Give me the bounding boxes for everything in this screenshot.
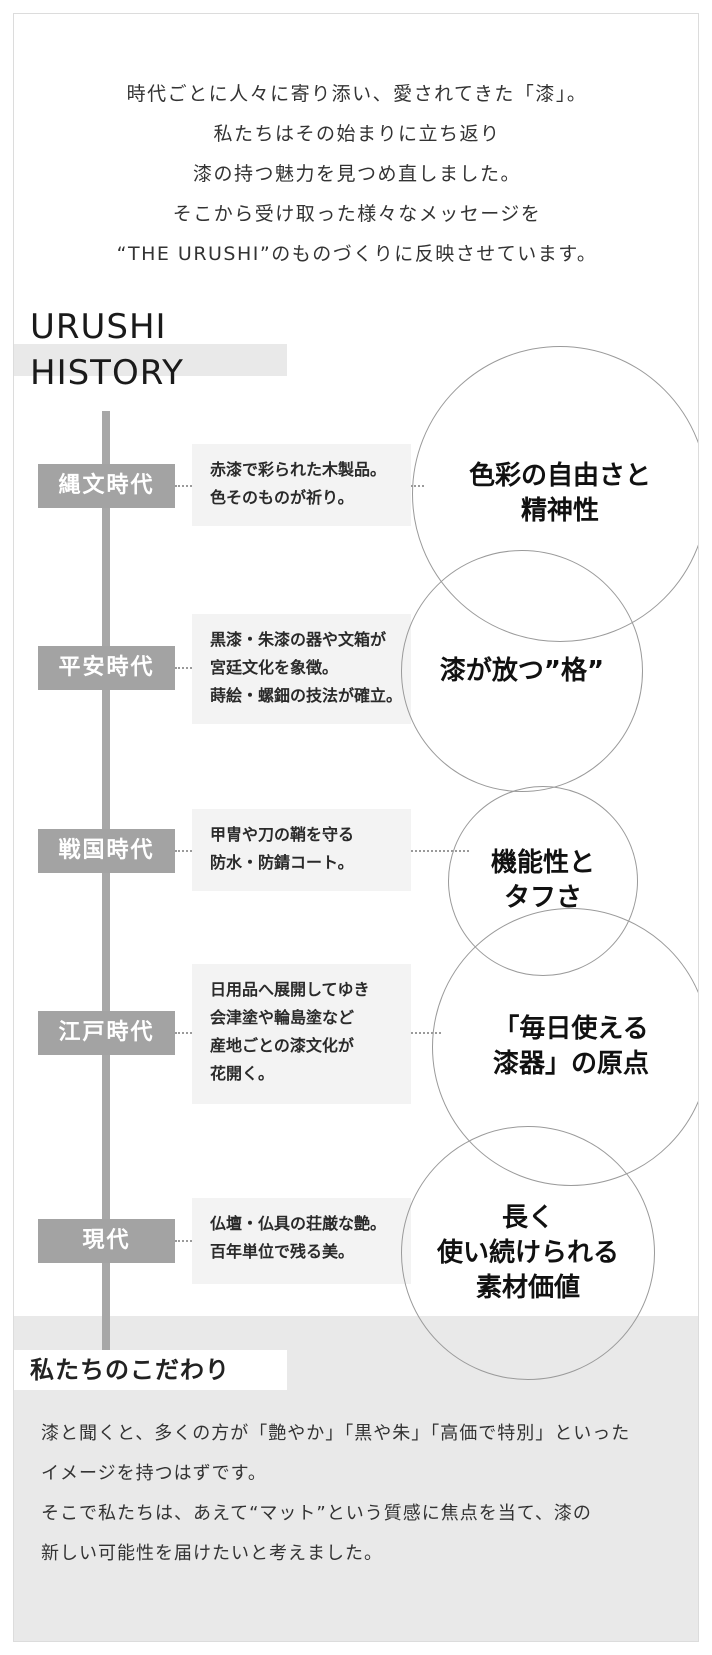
era-badge: 戦国時代 <box>38 829 175 873</box>
era-description: 日用品へ展開してゆき 会津塗や輪島塗など 産地ごとの漆文化が 花開く。 <box>192 964 411 1104</box>
connector-dots <box>175 667 192 669</box>
timeline-row-jomon: 縄文時代 赤漆で彩られた木製品。 色そのものが祈り。 色彩の自由さと 精神性 <box>14 14 698 642</box>
connector-dots <box>175 850 192 852</box>
intro-line: そこから受け取った様々なメッセージを <box>172 203 542 225</box>
era-description: 黒漆・朱漆の器や文箱が 宮廷文化を象徴。 蒔絵・螺鈿の技法が確立。 <box>192 614 411 724</box>
era-badge: 縄文時代 <box>38 464 175 508</box>
timeline-bar <box>102 411 110 1371</box>
era-badge: 現代 <box>38 1219 175 1263</box>
intro-line: 漆の持つ魅力を見つめ直しました。 <box>192 163 521 185</box>
value-circle: 色彩の自由さと 精神性 <box>412 346 698 642</box>
page-frame: 時代ごとに人々に寄り添い、愛されてきた「漆」。 私たちはその始まりに立ち返り 漆… <box>13 13 699 1642</box>
era-description: 赤漆で彩られた木製品。 色そのものが祈り。 <box>192 444 411 526</box>
era-description: 甲冑や刀の鞘を守る 防水・防錆コート。 <box>192 809 411 891</box>
kodawari-line: 漆と聞くと、多くの方が「艶やか」「黒や朱」「高価で特別」といった <box>41 1423 631 1444</box>
history-title-band <box>14 344 287 376</box>
history-title-line2: HISTORY <box>30 353 184 393</box>
connector-dots <box>411 850 469 852</box>
connector-dots <box>175 485 192 487</box>
history-title-line1: URUSHI <box>30 307 167 347</box>
history-title: URUSHI HISTORY <box>30 304 184 396</box>
kodawari-body: 漆と聞くと、多くの方が「艶やか」「黒や朱」「高価で特別」といった イメージを持つ… <box>41 1414 681 1574</box>
connector-dots <box>175 1240 192 1242</box>
kodawari-line: そこで私たちは、あえて“マット”という質感に焦点を当て、漆の <box>41 1503 592 1524</box>
kodawari-title-band <box>14 1350 287 1390</box>
kodawari-title: 私たちのこだわり <box>30 1356 230 1384</box>
era-badge: 平安時代 <box>38 646 175 690</box>
kodawari-line: 新しい可能性を届けたいと考えました。 <box>41 1543 383 1564</box>
era-description: 仏壇・仏具の荘厳な艶。 百年単位で残る美。 <box>192 1198 411 1284</box>
intro-line: 私たちはその始まりに立ち返り <box>213 123 501 145</box>
era-badge: 江戸時代 <box>38 1011 175 1055</box>
timeline-row-gendai: 現代 仏壇・仏具の荘厳な艶。 百年単位で残る美。 長く 使い続けられる 素材価値 <box>14 14 698 1380</box>
intro-line: “THE URUSHI”のものづくりに反映させています。 <box>116 243 598 265</box>
intro-text: 時代ごとに人々に寄り添い、愛されてきた「漆」。 私たちはその始まりに立ち返り 漆… <box>14 74 698 274</box>
connector-dots <box>411 1032 441 1034</box>
intro-line: 時代ごとに人々に寄り添い、愛されてきた「漆」。 <box>126 83 588 105</box>
kodawari-line: イメージを持つはずです。 <box>41 1463 267 1484</box>
connector-dots <box>175 1032 192 1034</box>
timeline-row-sengoku: 戦国時代 甲冑や刀の鞘を守る 防水・防錆コート。 機能性と タフさ <box>14 14 698 976</box>
value-circle: 漆が放つ”格” <box>401 550 643 792</box>
value-circle: 長く 使い続けられる 素材価値 <box>401 1126 655 1380</box>
timeline-row-edo: 江戸時代 日用品へ展開してゆき 会津塗や輪島塗など 産地ごとの漆文化が 花開く。… <box>14 14 698 1186</box>
